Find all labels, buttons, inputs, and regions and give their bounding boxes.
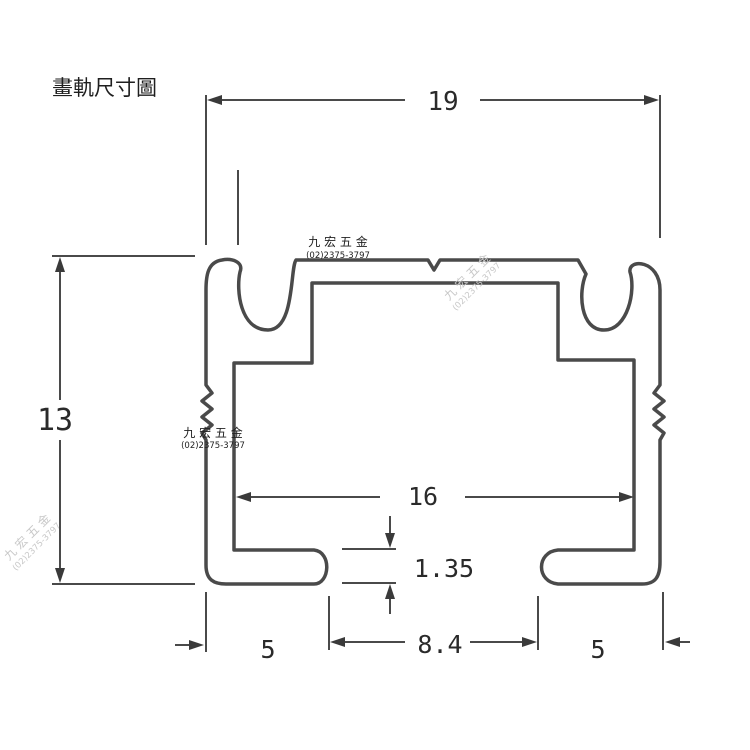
arrow-lip-bottom <box>385 584 395 599</box>
overall-width-label: 19 <box>427 87 458 117</box>
arrow-slot-right <box>522 637 537 647</box>
profile-outer-contour <box>200 257 666 586</box>
arrow-inner-left <box>236 492 251 502</box>
arrow-height-top <box>55 257 65 272</box>
arrow-right-flange <box>665 637 680 647</box>
arrow-height-bottom <box>55 568 65 583</box>
arrow-left-flange <box>189 640 204 650</box>
dimension-lines <box>52 95 690 652</box>
drawing-title: 畫軌尺寸圖 <box>52 76 157 100</box>
right-flange-label: 5 <box>590 635 605 664</box>
rail-profile <box>200 257 666 586</box>
inner-width-label: 16 <box>408 482 438 511</box>
arrow-overall-right <box>644 95 659 105</box>
arrow-lip-top <box>385 533 395 548</box>
arrow-inner-right <box>619 492 634 502</box>
left-flange-label: 5 <box>260 635 275 664</box>
arrow-slot-left <box>330 637 345 647</box>
arrow-heads <box>55 95 680 650</box>
watermark-middle: 九 宏 五 金 (02)2375-3797 <box>181 425 245 451</box>
lip-thickness-label: 1.35 <box>414 554 474 583</box>
watermark-brand: 九 宏 五 金 <box>183 425 242 440</box>
arrow-overall-left <box>207 95 222 105</box>
watermark-phone: (02)2375-3797 <box>306 251 370 261</box>
watermark-faint-left: 九 宏 五 金 (02)2375-3797 <box>0 510 63 573</box>
watermark-brand: 九 宏 五 金 <box>308 234 367 249</box>
height-label: 13 <box>37 403 73 438</box>
watermark-top: 九 宏 五 金 (02)2375-3797 <box>306 234 370 261</box>
slot-width-label: 8.4 <box>417 630 462 659</box>
watermark-phone: (02)2375-3797 <box>181 441 245 451</box>
